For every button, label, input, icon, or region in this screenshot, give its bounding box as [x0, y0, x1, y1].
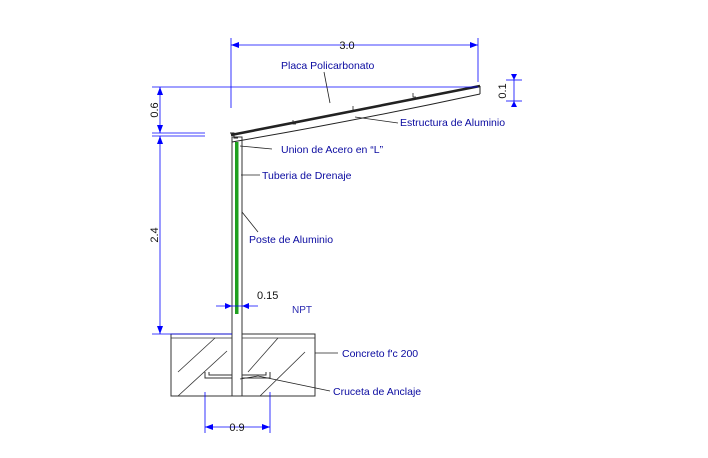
label-aluminium-post: Poste de Aluminio [249, 234, 333, 246]
label-polycarbonate-sheet: Placa Policarbonato [281, 60, 375, 72]
dim-post-width: 0.15 [257, 290, 278, 302]
dim-post-height: 2.4 [149, 227, 161, 242]
dim-beam-depth: 0.1 [497, 83, 509, 98]
label-concrete: Concreto f'c 200 [342, 348, 418, 360]
label-anchor-cross: Cruceta de Anclaje [333, 386, 421, 398]
label-steel-l-joint: Union de Acero en “L” [281, 144, 384, 156]
label-npt: NPT [292, 305, 312, 316]
aluminium-post [231, 136, 243, 397]
roof-structure [230, 84, 481, 143]
label-aluminium-structure: Estructura de Aluminio [400, 117, 505, 129]
label-drain-pipe: Tuberia de Drenaje [262, 170, 352, 182]
dim-span-width: 3.0 [339, 40, 354, 52]
dim-footing-width: 0.9 [229, 422, 244, 434]
dimension-lines [152, 38, 522, 433]
concrete-footing [170, 333, 316, 397]
dim-roof-rise: 0.6 [149, 102, 161, 117]
drain-pipe [235, 142, 239, 314]
leader-lines [239, 71, 399, 392]
